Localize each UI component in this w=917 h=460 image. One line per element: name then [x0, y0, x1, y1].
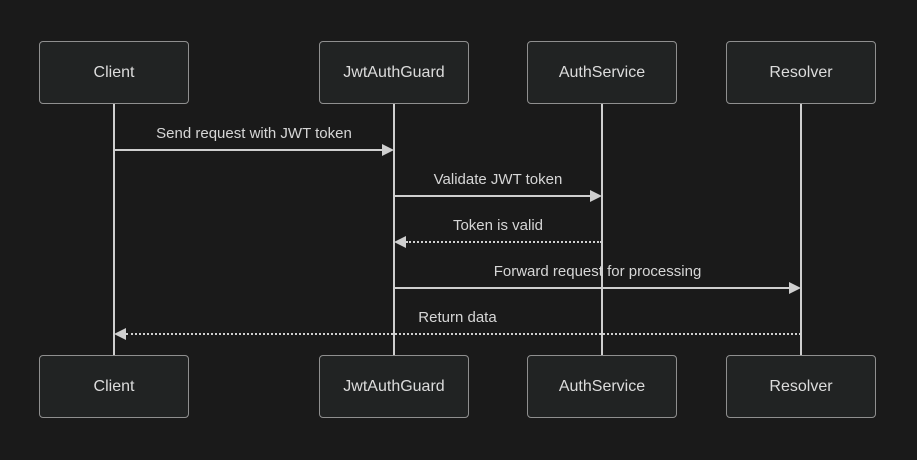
actor-label: AuthService	[558, 377, 646, 395]
actor-label: Client	[93, 377, 135, 395]
actor-box-client-bottom: Client	[39, 355, 189, 418]
message-line	[394, 195, 590, 197]
actor-box-client-top: Client	[39, 41, 189, 104]
actor-label: Resolver	[769, 63, 833, 81]
message-line-dotted	[126, 333, 801, 335]
actor-box-jwtauthguard-bottom: JwtAuthGuard	[319, 355, 469, 418]
actor-label: JwtAuthGuard	[343, 63, 445, 81]
actor-label: Resolver	[769, 377, 833, 395]
lifeline-resolver	[800, 104, 802, 355]
actor-box-authservice-top: AuthService	[527, 41, 677, 104]
lifeline-jwtauthguard	[393, 104, 395, 355]
message-label: Token is valid	[452, 217, 544, 234]
actor-label: JwtAuthGuard	[343, 377, 445, 395]
actor-box-resolver-top: Resolver	[726, 41, 876, 104]
actor-label: AuthService	[558, 63, 646, 81]
arrowhead-left-icon	[114, 328, 126, 340]
arrowhead-right-icon	[590, 190, 602, 202]
message-label: Forward request for processing	[493, 263, 702, 280]
lifeline-client	[113, 104, 115, 355]
message-line	[394, 287, 789, 289]
message-label: Validate JWT token	[433, 171, 563, 188]
lifeline-authservice	[601, 104, 603, 355]
message-label: Return data	[418, 309, 497, 326]
actor-label: Client	[93, 63, 135, 81]
message-label: Send request with JWT token	[156, 125, 352, 142]
actor-box-resolver-bottom: Resolver	[726, 355, 876, 418]
arrowhead-right-icon	[382, 144, 394, 156]
actor-box-jwtauthguard-top: JwtAuthGuard	[319, 41, 469, 104]
message-line-dotted	[406, 241, 602, 243]
arrowhead-right-icon	[789, 282, 801, 294]
actor-box-authservice-bottom: AuthService	[527, 355, 677, 418]
message-line	[114, 149, 382, 151]
arrowhead-left-icon	[394, 236, 406, 248]
